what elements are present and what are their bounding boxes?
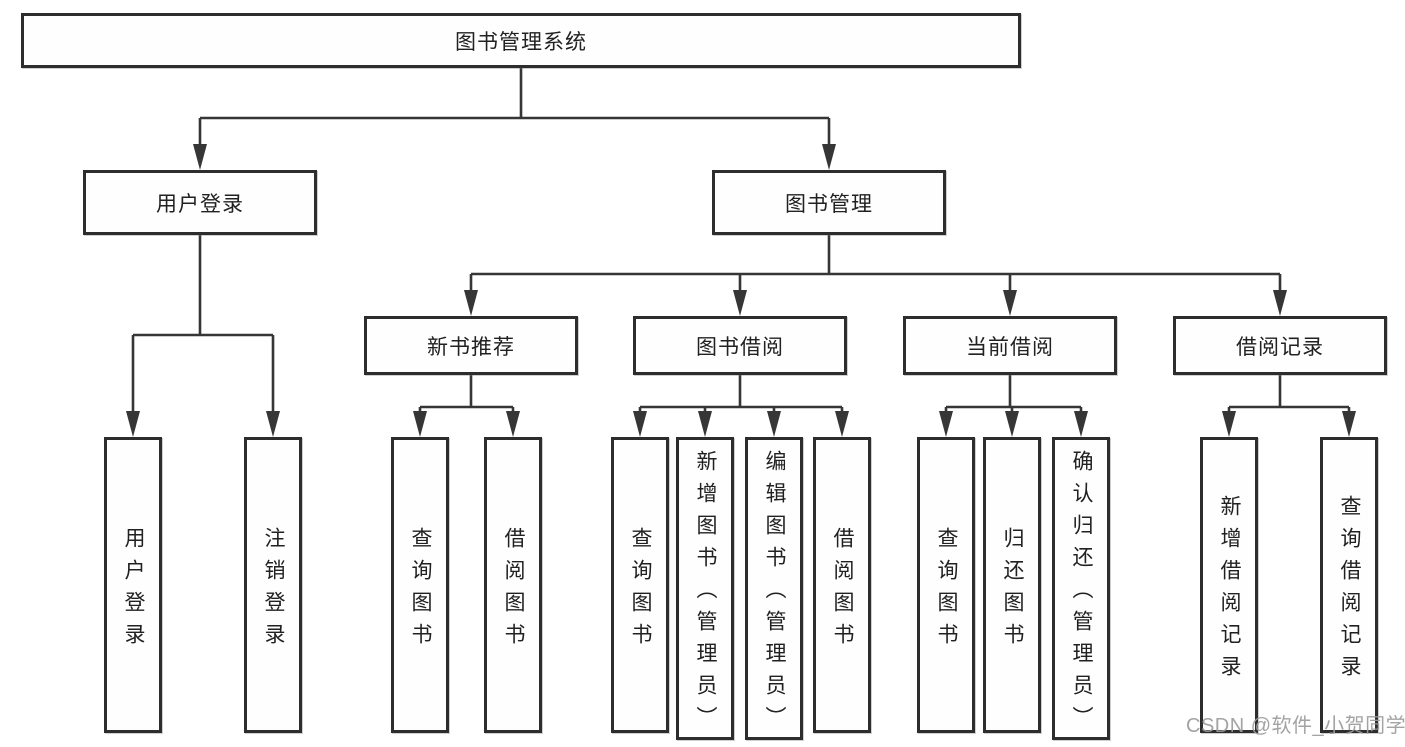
arrowhead-icon: [822, 144, 836, 170]
node-label-leaf-query-book-1: 查询图书: [409, 526, 432, 655]
node-label-book-mgmt: 图书管理: [785, 192, 873, 216]
node-label-book-borrow: 图书借阅: [696, 335, 784, 359]
node-label-leaf-borrow-book-1: 借阅图书: [502, 526, 525, 655]
arrowhead-icon: [733, 290, 747, 316]
arrowhead-icon: [506, 411, 520, 437]
node-label-leaf-user-login: 用户登录: [122, 526, 145, 655]
node-leaf-confirm-return: 确认归还（管理员）: [1052, 437, 1110, 740]
node-label-leaf-borrow-book-2: 借阅图书: [831, 526, 854, 655]
node-leaf-borrow-book-1: 借阅图书: [484, 437, 542, 733]
node-label-borrow-records: 借阅记录: [1236, 335, 1324, 359]
node-new-book-rec: 新书推荐: [364, 316, 578, 375]
node-leaf-query-book-2: 查询图书: [611, 437, 669, 733]
node-leaf-add-borrow-record: 新增借阅记录: [1200, 437, 1258, 733]
node-leaf-add-book: 新增图书（管理员）: [676, 437, 734, 740]
node-label-current-borrow: 当前借阅: [966, 335, 1054, 359]
node-label-user-login: 用户登录: [156, 192, 244, 216]
node-leaf-borrow-book-2: 借阅图书: [813, 437, 871, 733]
node-label-leaf-add-borrow-record: 新增借阅记录: [1218, 494, 1241, 687]
arrowhead-icon: [266, 411, 280, 437]
node-label-leaf-query-book-2: 查询图书: [629, 526, 652, 655]
node-user-login: 用户登录: [83, 170, 317, 235]
node-book-borrow: 图书借阅: [633, 316, 847, 375]
node-label-leaf-query-borrow-record: 查询借阅记录: [1338, 494, 1361, 687]
arrowhead-icon: [633, 411, 647, 437]
arrowhead-icon: [413, 411, 427, 437]
arrowhead-icon: [1003, 290, 1017, 316]
node-leaf-return-book: 归还图书: [983, 437, 1041, 733]
arrowhead-icon: [939, 411, 953, 437]
arrowhead-icon: [126, 411, 140, 437]
node-label-leaf-edit-book: 编辑图书（管理员）: [763, 450, 786, 738]
node-current-borrow: 当前借阅: [903, 316, 1117, 375]
arrowhead-icon: [767, 411, 781, 437]
node-leaf-query-borrow-record: 查询借阅记录: [1320, 437, 1378, 733]
arrowhead-icon: [1005, 411, 1019, 437]
arrowhead-icon: [835, 411, 849, 437]
node-label-root: 图书管理系统: [455, 30, 587, 54]
watermark-text: CSDN @软件_小贺同学: [1186, 715, 1405, 737]
node-label-leaf-add-book: 新增图书（管理员）: [694, 450, 717, 738]
node-label-new-book-rec: 新书推荐: [427, 335, 515, 359]
node-label-leaf-query-book-3: 查询图书: [935, 526, 958, 655]
arrowhead-icon: [193, 144, 207, 170]
arrowhead-icon: [1222, 411, 1236, 437]
arrowhead-icon: [464, 290, 478, 316]
arrowhead-icon: [698, 411, 712, 437]
arrowhead-icon: [1342, 411, 1356, 437]
node-label-leaf-confirm-return: 确认归还（管理员）: [1070, 450, 1093, 738]
node-label-leaf-return-book: 归还图书: [1001, 526, 1024, 655]
node-leaf-edit-book: 编辑图书（管理员）: [745, 437, 803, 740]
arrowhead-icon: [1273, 290, 1287, 316]
node-leaf-query-book-3: 查询图书: [917, 437, 975, 733]
node-leaf-query-book-1: 查询图书: [391, 437, 449, 733]
arrowhead-icon: [1074, 411, 1088, 437]
node-borrow-records: 借阅记录: [1173, 316, 1387, 375]
node-book-mgmt: 图书管理: [712, 170, 946, 235]
node-leaf-logout: 注销登录: [244, 437, 302, 733]
node-leaf-user-login: 用户登录: [104, 437, 162, 733]
node-label-leaf-logout: 注销登录: [262, 526, 285, 655]
node-root: 图书管理系统: [21, 13, 1021, 68]
